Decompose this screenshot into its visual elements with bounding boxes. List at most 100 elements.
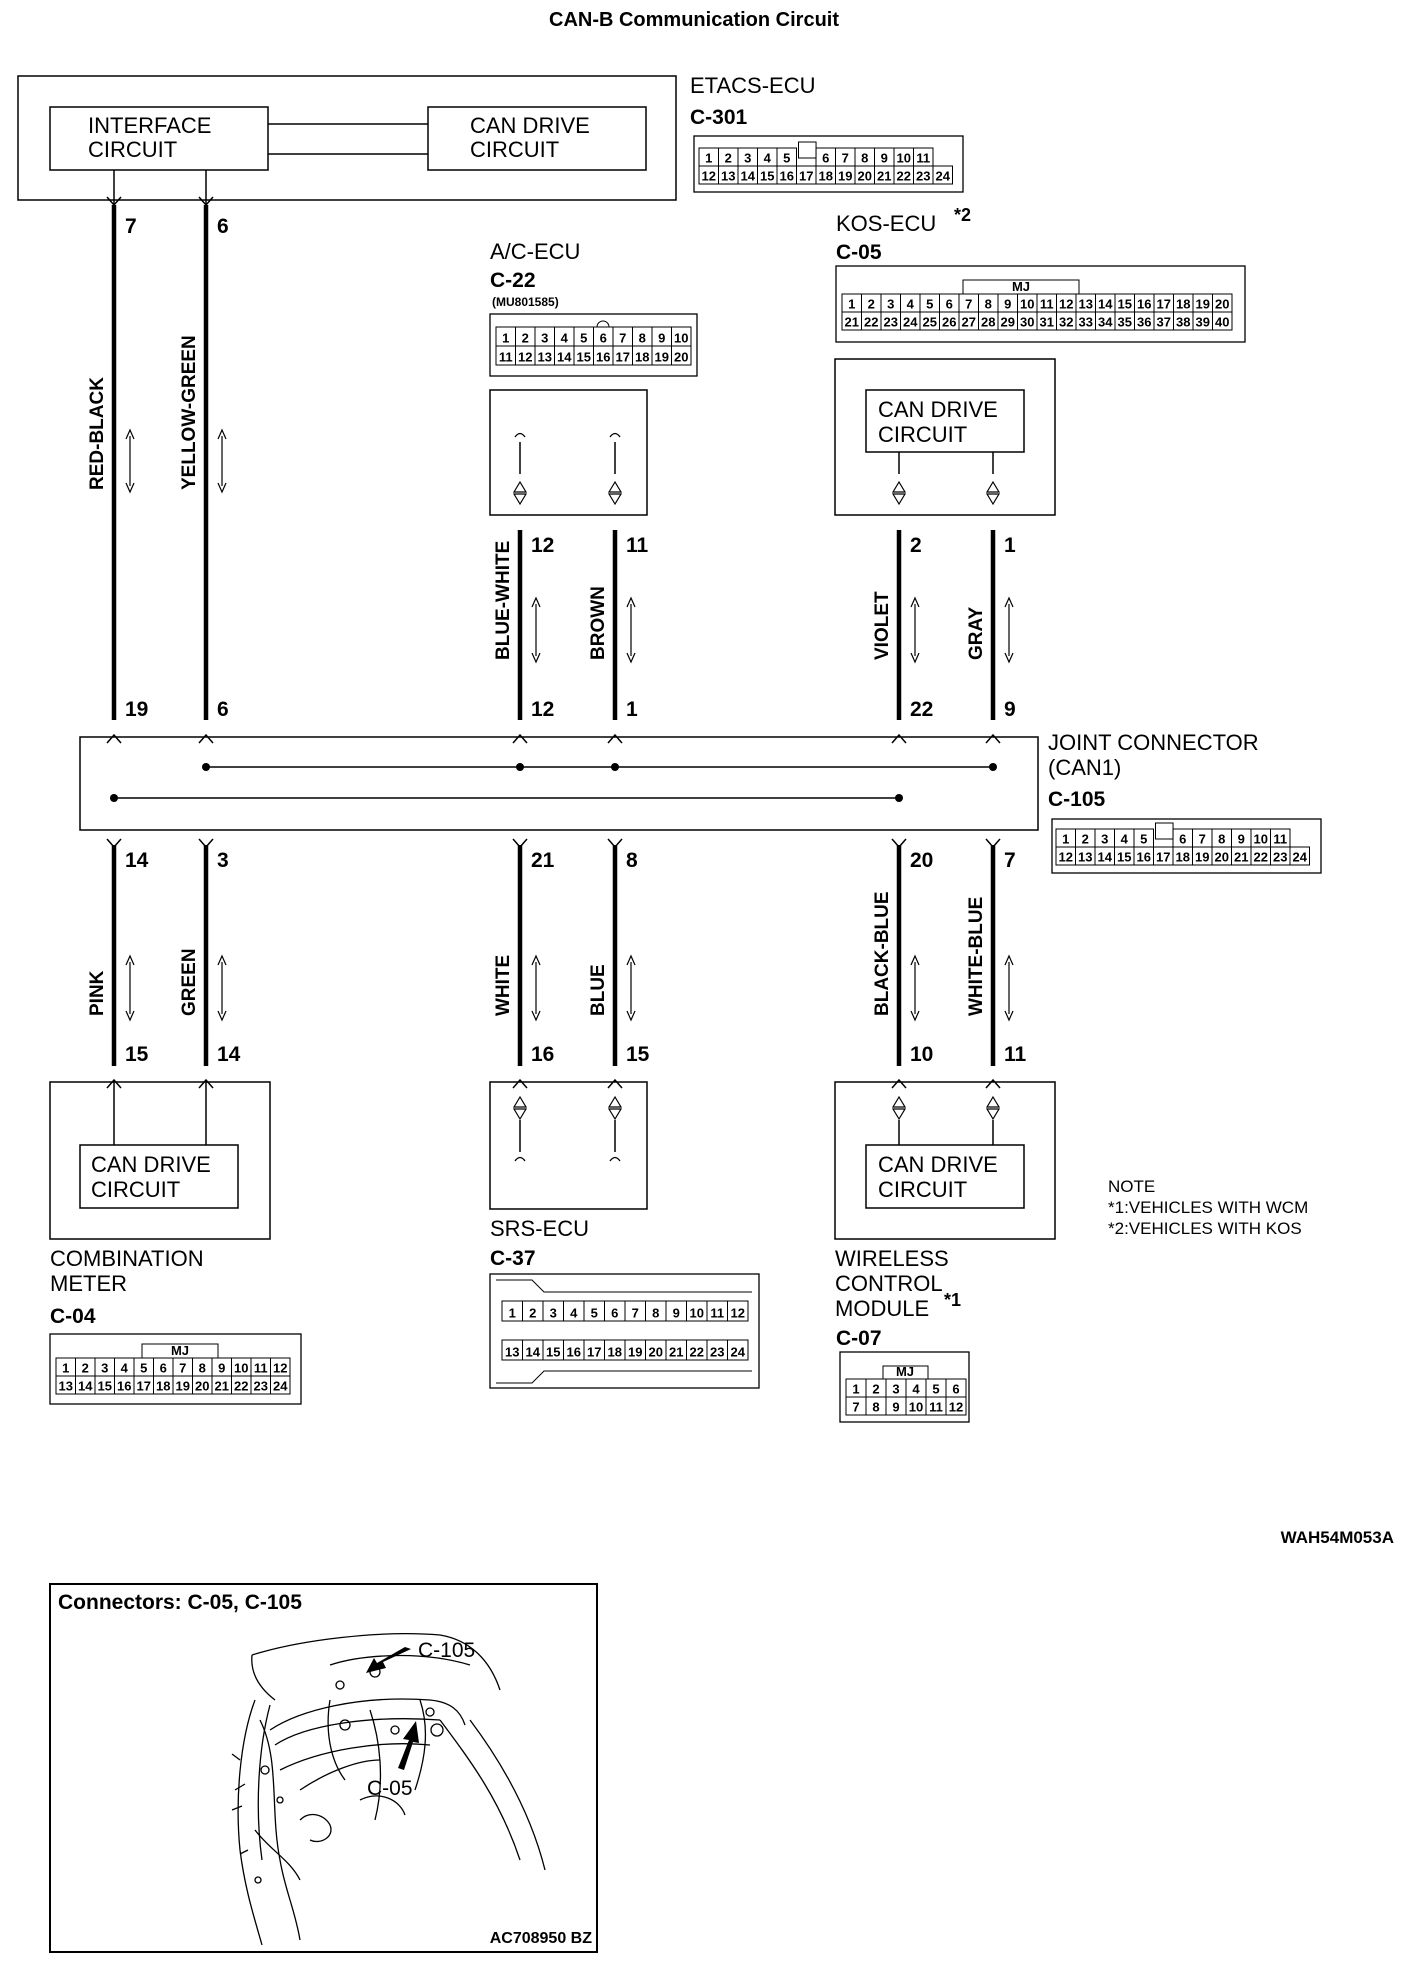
pin-label: 7 xyxy=(1004,849,1016,872)
pin-number: 2 xyxy=(1082,832,1089,847)
diagram-title: CAN-B Communication Circuit xyxy=(549,9,839,31)
joint-connector-name-1: JOINT CONNECTOR xyxy=(1048,730,1259,755)
pin-number: 1 xyxy=(1062,832,1069,847)
pin-number: 16 xyxy=(1137,850,1151,865)
pin-number: 15 xyxy=(760,169,774,184)
wire-color-label: GREEN xyxy=(179,948,200,1016)
pin-number: 15 xyxy=(577,350,591,365)
interface-circuit-block xyxy=(49,106,269,171)
pin-number: 9 xyxy=(218,1361,225,1376)
pin-number: 2 xyxy=(529,1306,536,1321)
combination-meter: CAN DRIVE CIRCUIT COMBINATION METER C-04… xyxy=(49,1081,302,1405)
pin-number: 12 xyxy=(1059,297,1073,312)
pin-number: 22 xyxy=(897,169,911,184)
pin-number: 18 xyxy=(819,169,833,184)
pin-number: 13 xyxy=(505,1345,519,1360)
bidirectional-arrow-icon xyxy=(1004,1010,1014,1022)
pin-number: 6 xyxy=(822,151,829,166)
note-heading: NOTE xyxy=(1108,1177,1155,1196)
pin-label: 12 xyxy=(531,534,554,557)
pin-number: 19 xyxy=(628,1345,642,1360)
pin-number: 7 xyxy=(632,1306,639,1321)
pin-number: 31 xyxy=(1040,315,1054,330)
pin-number: 8 xyxy=(639,331,646,346)
pin-number: 4 xyxy=(907,297,915,312)
pin-number: 2 xyxy=(82,1361,89,1376)
pin-number: 4 xyxy=(570,1306,578,1321)
pin-number: 35 xyxy=(1118,315,1132,330)
pin-number: 10 xyxy=(897,151,911,166)
pin-number: 19 xyxy=(176,1379,190,1394)
pin-number: 33 xyxy=(1079,315,1093,330)
pin-number: 23 xyxy=(916,169,930,184)
pin-number: 13 xyxy=(1078,850,1092,865)
pin-label: 10 xyxy=(910,1043,933,1066)
pin-number: 6 xyxy=(946,297,953,312)
pin-number: 14 xyxy=(1098,297,1113,312)
joint-connector-id: C-105 xyxy=(1048,788,1106,811)
pin-label: 11 xyxy=(1004,1043,1027,1066)
pin-number: 1 xyxy=(509,1306,516,1321)
bidirectional-arrow-icon xyxy=(217,482,227,494)
pin-number: 7 xyxy=(852,1400,859,1415)
pin-number: 6 xyxy=(600,331,607,346)
pin-label: 1 xyxy=(626,698,638,721)
pin-number: 8 xyxy=(199,1361,206,1376)
pin-number: 12 xyxy=(518,350,532,365)
mj-mark: MJ xyxy=(171,1343,189,1358)
pin-number: 8 xyxy=(1218,832,1225,847)
pin-number: 17 xyxy=(137,1379,151,1394)
wcm-box xyxy=(834,1081,1056,1240)
pin-number: 8 xyxy=(652,1306,659,1321)
kos-ecu-box xyxy=(834,358,1056,516)
wcm-name-2: CONTROL xyxy=(835,1271,943,1296)
pin-number: 10 xyxy=(690,1306,704,1321)
pin-number: 15 xyxy=(1117,850,1131,865)
bidirectional-arrow-icon xyxy=(910,652,920,664)
interface-circuit-label-1: INTERFACE xyxy=(88,113,211,138)
pin-number: 16 xyxy=(567,1345,581,1360)
ac-ecu-part-number: (MU801585) xyxy=(492,295,559,309)
pin-number: 23 xyxy=(254,1379,268,1394)
pin-number: 17 xyxy=(1156,850,1170,865)
pin-number: 6 xyxy=(611,1306,618,1321)
figure-code: WAH54M053A xyxy=(1281,1528,1394,1547)
pin-label: 14 xyxy=(125,849,149,872)
pin-number: 18 xyxy=(1176,297,1190,312)
pin-number: 19 xyxy=(655,350,669,365)
pin-number: 12 xyxy=(702,169,716,184)
wcm-can-drive-label-1: CAN DRIVE xyxy=(878,1152,998,1177)
pin-number: 22 xyxy=(690,1345,704,1360)
pin-number: 12 xyxy=(949,1400,963,1415)
pin-label: 8 xyxy=(626,849,638,872)
pin-number: 5 xyxy=(140,1361,147,1376)
bidirectional-arrow-icon xyxy=(217,1010,227,1022)
meter-can-drive-label-1: CAN DRIVE xyxy=(91,1152,211,1177)
pin-number: 3 xyxy=(550,1306,557,1321)
pin-label: 11 xyxy=(626,534,649,557)
can-drive-circuit-label-2: CIRCUIT xyxy=(470,137,559,162)
etacs-ecu-name: ETACS-ECU xyxy=(690,73,816,98)
bidirectional-arrow-icon xyxy=(1004,652,1014,664)
inset-label-c105: C-105 xyxy=(418,1639,475,1662)
pin-label: 21 xyxy=(531,849,555,872)
pin-number: 5 xyxy=(932,1382,939,1397)
pin-label: 3 xyxy=(217,849,229,872)
pin-number: 6 xyxy=(160,1361,167,1376)
pin-number: 5 xyxy=(580,331,587,346)
pin-number: 19 xyxy=(1196,297,1210,312)
pin-label: 7 xyxy=(125,215,137,238)
pin-label: 15 xyxy=(125,1043,149,1066)
pin-number: 24 xyxy=(903,315,918,330)
pin-number: 16 xyxy=(780,169,794,184)
pin-number: 17 xyxy=(616,350,630,365)
wire-color-label: BLACK-BLUE xyxy=(872,891,893,1016)
meter-can-drive-label-2: CIRCUIT xyxy=(91,1177,180,1202)
pin-number: 20 xyxy=(649,1345,663,1360)
pin-number: 22 xyxy=(1254,850,1268,865)
pin-number: 12 xyxy=(1059,850,1073,865)
